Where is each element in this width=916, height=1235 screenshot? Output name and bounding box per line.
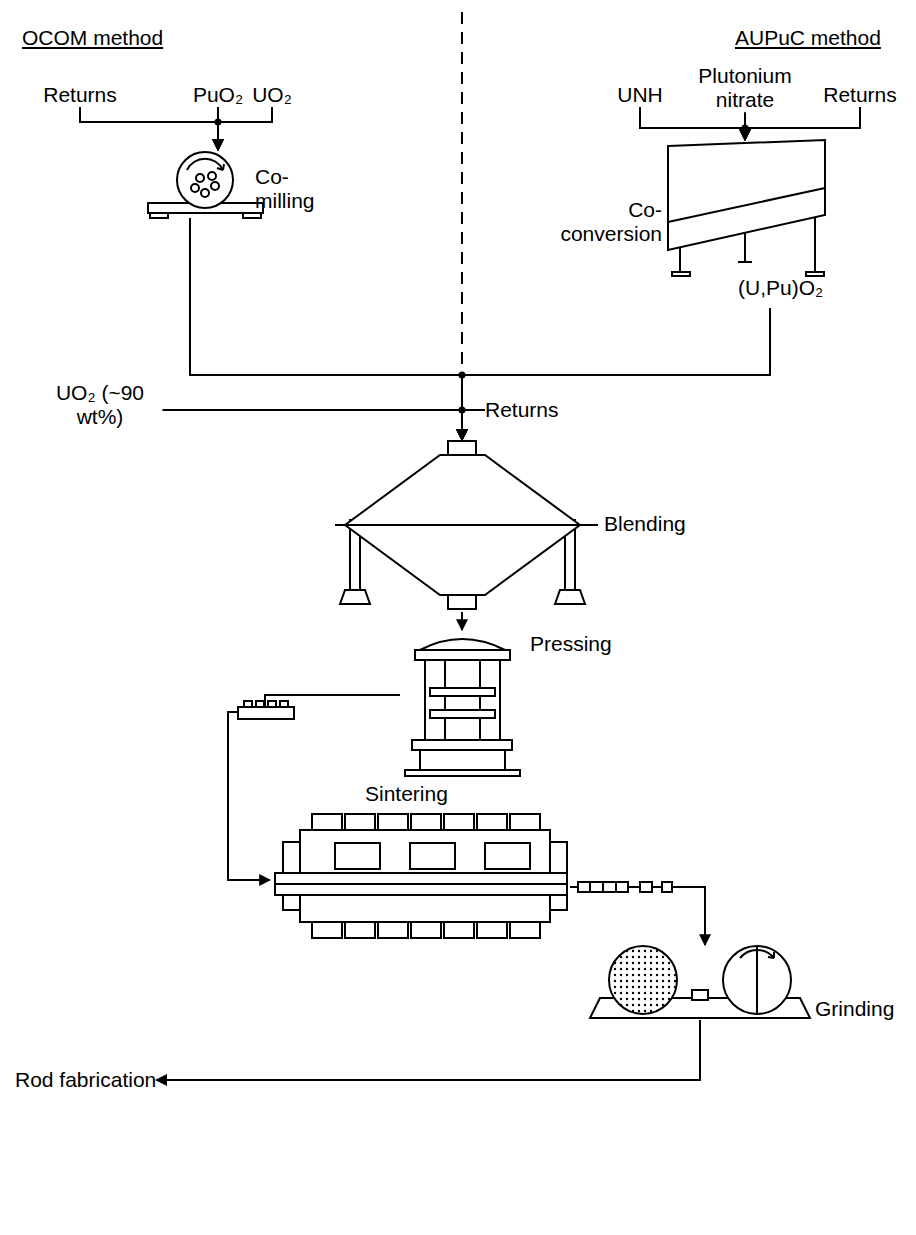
milling-station: Co-milling	[140, 150, 347, 218]
pressing-station: Pressing	[400, 630, 650, 778]
flow-label: UO₂ (~90 wt%)	[38, 381, 163, 429]
grinding-station: Grinding	[580, 945, 910, 1020]
flow-arrow	[570, 887, 705, 945]
sintered-pellets	[578, 882, 672, 892]
flow-label: Returns	[485, 398, 559, 422]
flow-arrow	[163, 410, 463, 440]
flow-arrow	[745, 107, 860, 140]
flow-arrow	[190, 218, 462, 440]
input-label: UO₂ (~90 wt%)	[38, 381, 163, 429]
ball-mill	[148, 152, 263, 218]
flow-label: Returns	[43, 83, 117, 107]
station-label: Co-milling	[255, 165, 345, 213]
flow-label: Rod fabrication	[15, 1068, 156, 1092]
blending-station: Blending	[330, 440, 720, 612]
method-heading: OCOM method	[22, 26, 163, 50]
pellet-press	[405, 639, 520, 776]
pellet-tray	[238, 701, 294, 719]
input-label: Returns	[823, 83, 897, 107]
centerless-grinder	[590, 946, 810, 1018]
conversion-vessel	[668, 140, 825, 310]
station-label: Blending	[604, 512, 686, 536]
flow-arrow	[640, 107, 745, 140]
double-cone-blender	[335, 441, 598, 609]
input-label: PuO₂	[193, 83, 243, 107]
flow-arrow	[462, 410, 485, 440]
flow-arrow	[461, 612, 463, 630]
flow-arrow	[80, 107, 218, 150]
flow-label: Returns	[823, 83, 897, 107]
method-heading: AUPuC method	[735, 26, 881, 50]
flow-label: UNH	[617, 83, 663, 107]
flow-label: Plutonium nitrate	[689, 64, 801, 112]
flow-label: UO₂	[252, 83, 292, 107]
station-label: Grinding	[815, 997, 894, 1021]
input-label: UNH	[617, 83, 663, 107]
flow-arrow	[462, 308, 770, 440]
station-label: (U,Pu)O₂	[738, 276, 823, 300]
station-label: Co-conversion	[550, 198, 662, 246]
output-label: Rod fabrication	[15, 1068, 156, 1092]
station-label: Sintering	[365, 782, 448, 806]
input-label: Returns	[485, 398, 559, 422]
flow-arrow	[218, 107, 272, 150]
sintering-furnace	[275, 814, 567, 938]
sintering-station: Sintering	[270, 782, 570, 942]
flow-label: PuO₂	[193, 83, 243, 107]
input-label: Returns	[43, 83, 117, 107]
conversion-station: Co-conversion (U,Pu)O₂	[550, 140, 860, 308]
input-label: Plutonium nitrate	[689, 64, 801, 112]
input-label: UO₂	[252, 83, 292, 107]
flow-arrow	[156, 1020, 700, 1080]
station-label: Pressing	[530, 632, 612, 656]
